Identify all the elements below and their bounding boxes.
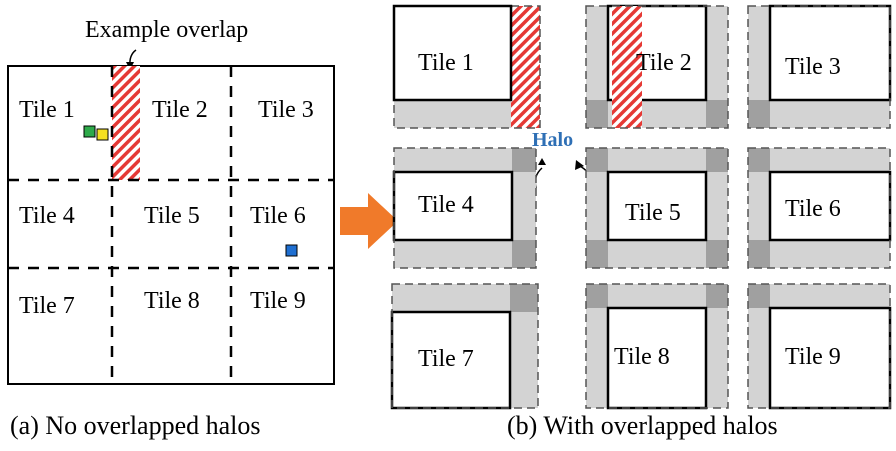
tile-5-group: Tile 5 bbox=[585, 147, 729, 269]
tile-5-box bbox=[606, 170, 708, 242]
tile-2-halo-corner-right bbox=[706, 100, 728, 128]
tile-5-halo-corner-bl bbox=[586, 240, 608, 268]
tile-9-halo-boundary bbox=[747, 283, 891, 409]
tile-5-label: Tile 5 bbox=[144, 203, 200, 229]
panel-a-caption: (a) No overlapped halos bbox=[10, 411, 261, 440]
panel-a-frame bbox=[7, 65, 335, 385]
tile-4-halo-boundary bbox=[393, 147, 537, 269]
tile-6-halo-boundary bbox=[747, 147, 891, 269]
tile-1-group: Tile 1 bbox=[392, 4, 541, 129]
tile-8-group: Tile 8 bbox=[585, 283, 729, 410]
panel-b: Tile 1 Tile 2 Tile 3 Halo bbox=[390, 4, 892, 440]
tile-4-group: Tile 4 bbox=[392, 147, 537, 269]
tile-1-box bbox=[392, 4, 513, 102]
tile-4-label-b: Tile 4 bbox=[418, 192, 474, 218]
tile-2-halo-corner-left bbox=[586, 100, 608, 128]
blue-pixel-marker bbox=[285, 244, 298, 257]
tile-8-halo-boundary bbox=[585, 283, 729, 409]
tile-2-halo-boundary bbox=[585, 5, 729, 129]
tile-9-group: Tile 9 bbox=[747, 283, 892, 410]
tile-9-label-b: Tile 9 bbox=[785, 344, 841, 370]
tile-3-box bbox=[768, 4, 892, 102]
tile-7-group: Tile 7 bbox=[390, 283, 539, 410]
yellow-pixel-marker bbox=[96, 128, 109, 141]
tile-5-halo-boundary bbox=[585, 147, 729, 269]
tile-5-halo-corner-tr bbox=[706, 148, 728, 172]
tile-7-box bbox=[390, 310, 512, 410]
tile-2-overlap-hatch bbox=[612, 6, 642, 128]
tile-9-label: Tile 9 bbox=[250, 288, 306, 314]
tile-5-halo-corner-br bbox=[706, 240, 728, 268]
tile-2-label-b: Tile 2 bbox=[636, 50, 692, 76]
tile-7-halo-corner bbox=[510, 284, 538, 312]
tile-3-label: Tile 3 bbox=[258, 97, 314, 123]
tile-3-halo-corner bbox=[748, 100, 770, 128]
tile-6-halo-corner-bottom bbox=[748, 240, 770, 268]
panel-a: Example overlap Tile 1 Tile 2 Tile 3 Til… bbox=[7, 17, 335, 440]
tile-3-halo-boundary bbox=[747, 5, 891, 129]
example-overlap-label: Example overlap bbox=[85, 17, 248, 43]
tile-7-label-b: Tile 7 bbox=[418, 346, 474, 372]
tile-9-halo-corner bbox=[748, 284, 770, 308]
tile-6-halo-corner-top bbox=[748, 148, 770, 172]
tile-6-group: Tile 6 bbox=[747, 147, 892, 269]
halo-arrowhead-left bbox=[538, 158, 546, 165]
tile-7-label: Tile 7 bbox=[19, 293, 75, 319]
green-pixel-marker bbox=[83, 125, 96, 138]
overlap-hatch-region bbox=[112, 66, 140, 180]
tile-1-overlap-hatch bbox=[511, 6, 540, 128]
tile-8-label-b: Tile 8 bbox=[614, 344, 670, 370]
tile-5-halo-corner-tl bbox=[586, 148, 608, 172]
tile-3-label-b: Tile 3 bbox=[785, 54, 841, 80]
tile-6-label-b: Tile 6 bbox=[785, 196, 841, 222]
tile-2-label: Tile 2 bbox=[152, 97, 208, 123]
tile-7-halo-boundary bbox=[391, 283, 539, 409]
tile-4-label: Tile 4 bbox=[19, 203, 75, 229]
tile-8-halo-corner-left bbox=[586, 284, 608, 308]
tile-1-label: Tile 1 bbox=[19, 97, 75, 123]
tile-8-label: Tile 8 bbox=[144, 288, 200, 314]
transition-arrow-icon bbox=[340, 193, 398, 249]
tile-6-box bbox=[768, 170, 892, 242]
halo-arrowhead-right bbox=[575, 160, 584, 170]
tile-5-label-b: Tile 5 bbox=[625, 200, 681, 226]
tile-4-halo-corner-bottom bbox=[512, 240, 536, 268]
tile-3-group: Tile 3 bbox=[747, 4, 892, 129]
tile-2-group: Tile 2 bbox=[585, 4, 729, 129]
halo-label: Halo bbox=[532, 129, 573, 151]
tile-8-box bbox=[606, 306, 708, 410]
panel-b-caption: (b) With overlapped halos bbox=[507, 411, 778, 440]
tile-1-label-b: Tile 1 bbox=[418, 50, 474, 76]
tile-8-halo-corner-right bbox=[706, 284, 728, 308]
tile-4-box bbox=[392, 170, 514, 242]
tile-4-halo-corner-top bbox=[512, 148, 536, 172]
tile-6-label: Tile 6 bbox=[250, 203, 306, 229]
